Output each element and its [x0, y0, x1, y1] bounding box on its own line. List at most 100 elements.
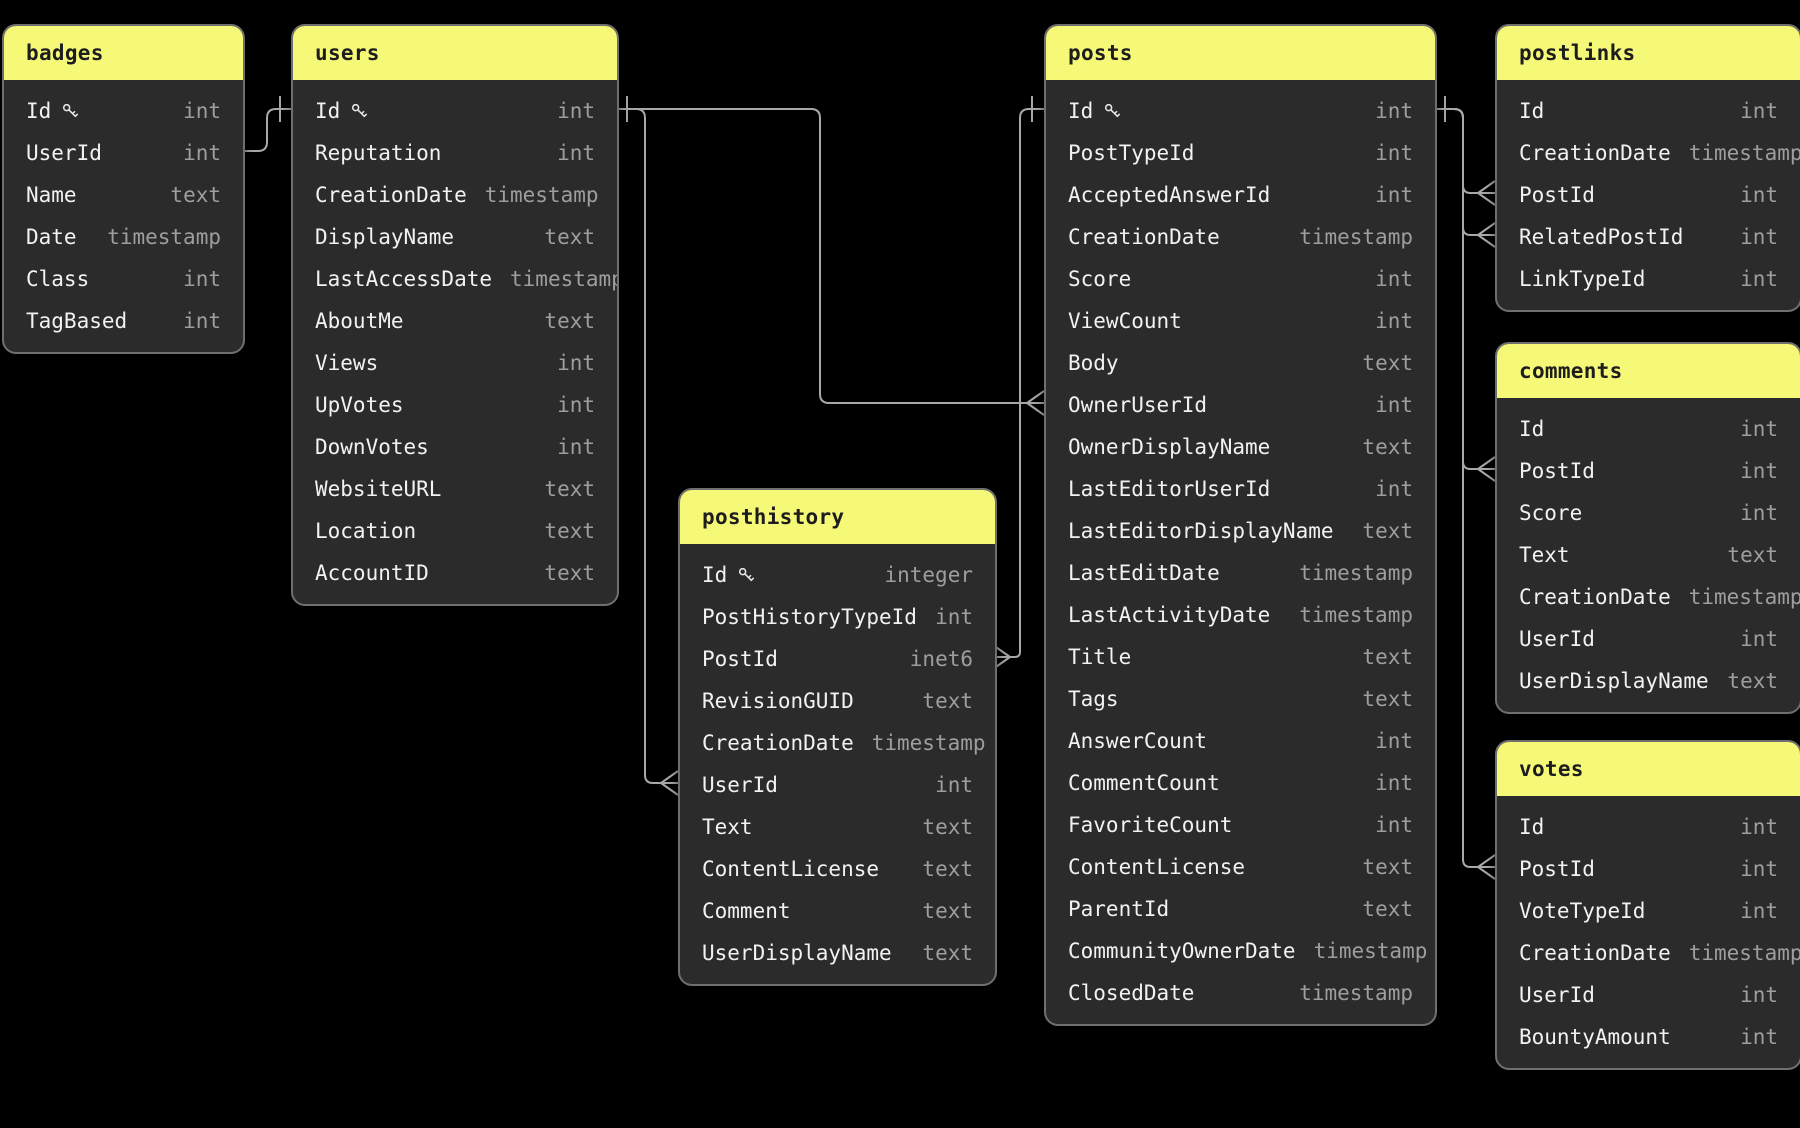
table-header-posthistory[interactable]: posthistory: [680, 490, 995, 544]
field-name: Id: [702, 563, 728, 587]
wire-path[interactable]: [1433, 108, 1478, 868]
relationship-posts.Id-votes.PostId[interactable]: [1433, 96, 1496, 880]
field-type: text: [1362, 897, 1413, 921]
table-header-posts[interactable]: posts: [1046, 26, 1435, 80]
relationship-posts.Id-posthistory.PostId[interactable]: [992, 96, 1044, 670]
table-header-comments[interactable]: comments: [1497, 344, 1800, 398]
wire-path[interactable]: [1433, 108, 1478, 236]
table-header-badges[interactable]: badges: [4, 26, 243, 80]
wire-path[interactable]: [1010, 108, 1044, 658]
table-header-postlinks[interactable]: postlinks: [1497, 26, 1800, 80]
relationship-users.Id-posts.OwnerUserId[interactable]: [615, 96, 1045, 416]
table-header-votes[interactable]: votes: [1497, 742, 1800, 796]
field-type: text: [1727, 543, 1778, 567]
table-header-users[interactable]: users: [293, 26, 617, 80]
wire-path[interactable]: [1433, 108, 1478, 194]
wire-path[interactable]: [241, 108, 291, 152]
relationship-badges.UserId-users.Id[interactable]: [241, 96, 291, 152]
relationship-users.Id-posthistory.UserId[interactable]: [615, 96, 679, 796]
wire-path[interactable]: [1433, 108, 1478, 470]
field-name: WebsiteURL: [315, 477, 442, 501]
wire-path[interactable]: [615, 108, 1027, 404]
wire-path[interactable]: [615, 108, 661, 784]
